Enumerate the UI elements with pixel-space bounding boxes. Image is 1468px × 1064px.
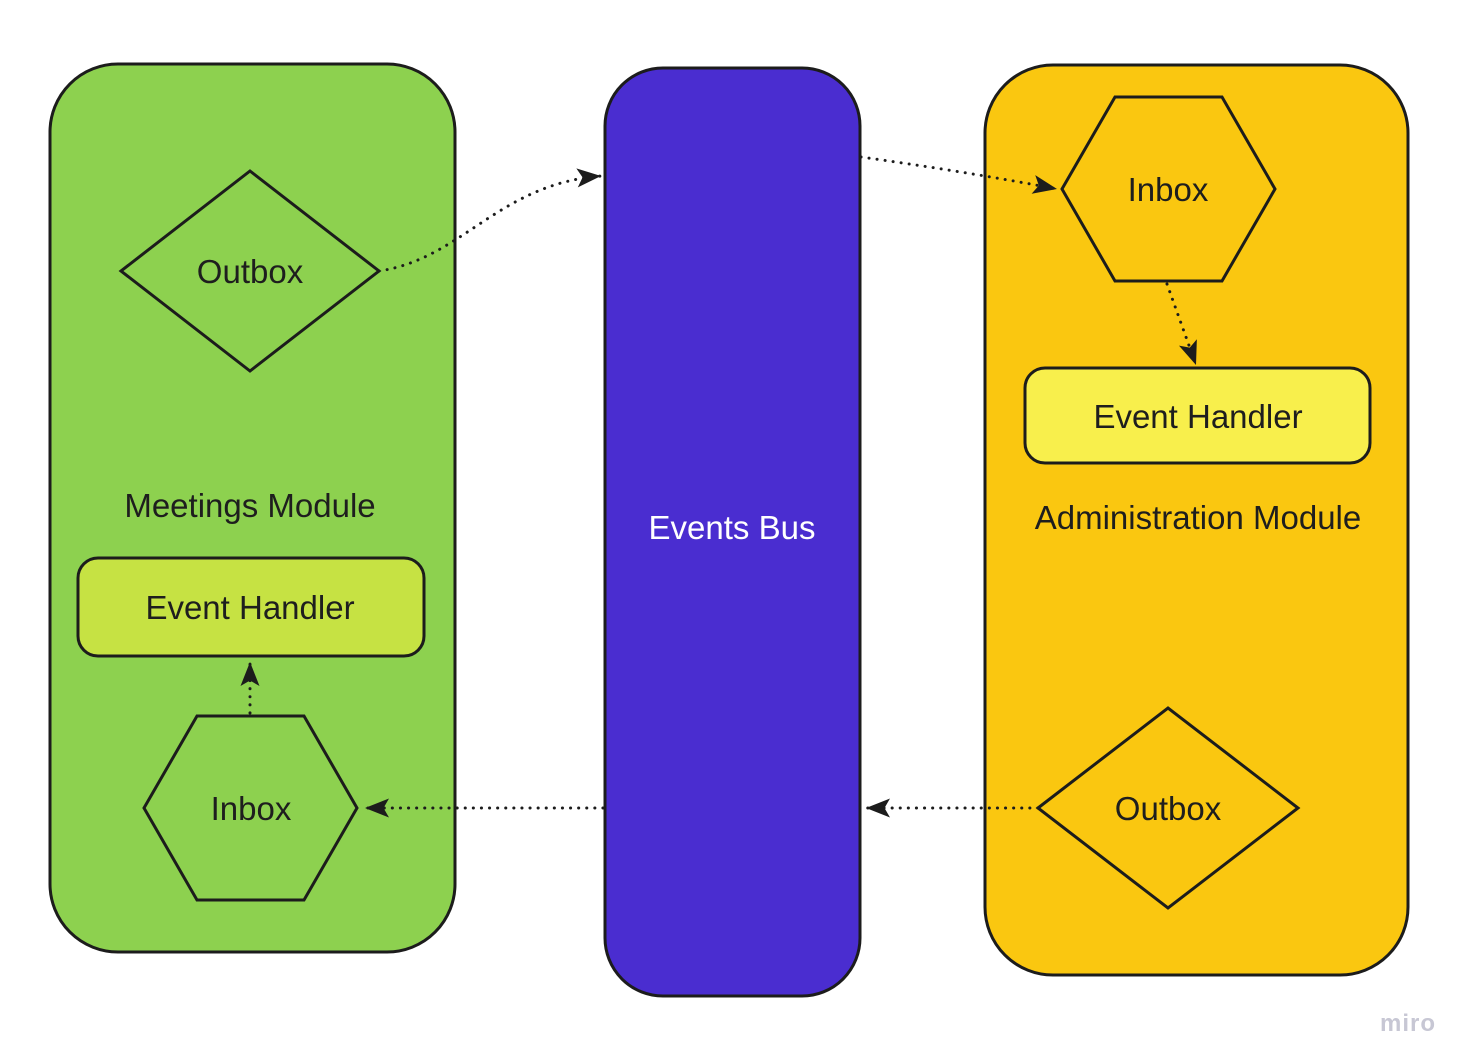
admin-inbox-label: Inbox [1128, 171, 1209, 208]
connector-bus-to-admin-inbox[interactable] [859, 155, 1059, 194]
meetings-inbox-label: Inbox [211, 790, 292, 827]
admin-inbox-hexagon[interactable] [1060, 95, 1277, 283]
meetings-outbox-diamond[interactable] [118, 169, 382, 373]
admin-event-handler-label: Event Handler [1093, 398, 1302, 435]
meetings-inbox-hexagon[interactable] [142, 714, 359, 902]
meetings-outbox-label: Outbox [197, 253, 304, 290]
admin-event-handler-box[interactable] [1023, 366, 1372, 465]
meetings-module-title: Meetings Module [124, 487, 375, 524]
admin-outbox-diamond[interactable] [1035, 706, 1301, 910]
events-bus-title: Events Bus [649, 509, 816, 546]
meetings-event-handler-box[interactable] [76, 556, 426, 658]
miro-watermark: miro [1380, 1010, 1436, 1037]
admin-module-title: Administration Module [1035, 499, 1362, 536]
events-bus-container[interactable] [603, 66, 862, 998]
connector-admin-inbox-to-handler[interactable] [1165, 282, 1198, 367]
meetings-event-handler-label: Event Handler [145, 589, 354, 626]
admin-module-container[interactable] [983, 63, 1410, 977]
admin-outbox-label: Outbox [1115, 790, 1222, 827]
